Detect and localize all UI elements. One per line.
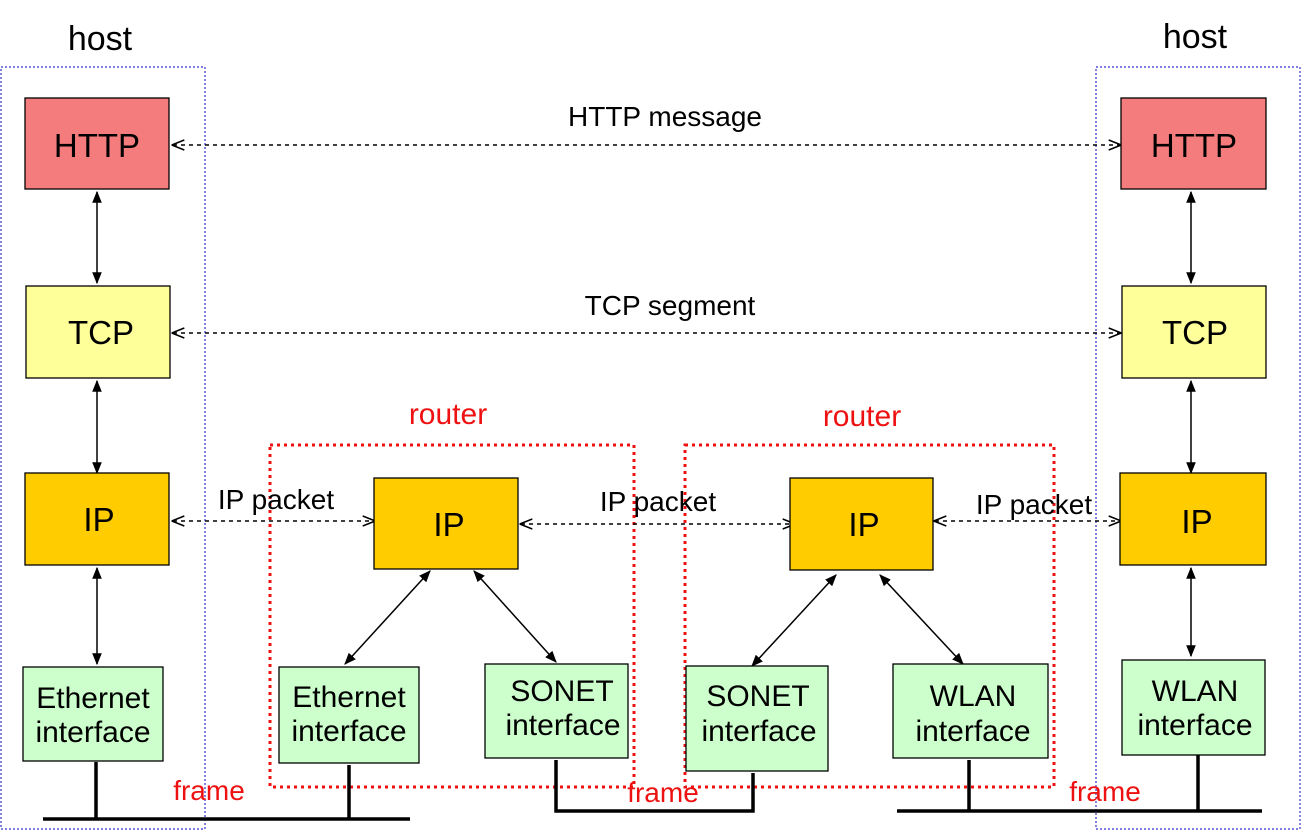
left-http-box: HTTP [24,97,170,190]
right-wlan-interface-box: WLAN interface [1121,659,1266,756]
tcp-segment-label: TCP segment [585,290,756,321]
r1-ip-box: IP [373,477,519,570]
left-tcp-box: TCP [25,285,171,379]
host-left-label: host [68,20,133,58]
r2-ip-wlan-arrow [879,574,964,665]
r1-ethernet-interface-box: Ethernet interface [278,666,420,764]
router-right-container [683,443,1056,789]
right-http-text: HTTP [1151,127,1237,164]
right-tcp-box: TCP [1121,285,1267,379]
frame-label-2: frame [627,777,699,808]
r2-sonet-interface-box: SONET interface [685,665,829,772]
ip-packet-label-1: IP packet [218,484,334,515]
frame-label-3: frame [1069,776,1141,807]
right-http-box: HTTP [1120,97,1267,190]
r1-eth-line1: Ethernet [292,681,406,714]
right-ip-text: IP [1181,503,1212,540]
left-ip-text: IP [83,501,114,538]
left-http-text: HTTP [54,127,140,164]
router-right-label: router [823,400,901,433]
wire-sonet-link [554,760,755,813]
right-if-line1: WLAN [1152,675,1239,708]
ip-packet-label-2: IP packet [600,486,716,517]
left-if-line2: interface [35,716,150,749]
r1-eth-line2: interface [291,715,406,748]
left-tcp-text: TCP [68,314,134,351]
frame-label-1: frame [173,775,245,806]
right-tcp-text: TCP [1162,314,1228,351]
host-right-label: host [1163,18,1228,56]
r1-ip-text: IP [433,506,464,543]
r2-sonet-line2: interface [701,715,816,748]
right-ip-box: IP [1119,472,1267,566]
router-left-container [268,443,636,789]
r1-sonet-line2: interface [505,709,620,742]
r2-wlan-interface-box: WLAN interface [892,663,1049,759]
r2-sonet-line1: SONET [706,680,809,713]
r1-sonet-line1: SONET [510,675,613,708]
left-ethernet-interface-box: Ethernet interface [22,666,164,762]
right-if-line2: interface [1137,709,1252,742]
r2-ip-sonet-arrow [751,574,837,667]
ip-packet-label-3: IP packet [976,489,1092,520]
http-message-label: HTTP message [568,101,762,132]
router-left-label: router [409,398,487,431]
left-ip-box: IP [24,472,170,566]
r2-ip-text: IP [848,506,879,543]
r2-wlan-line1: WLAN [930,680,1017,713]
host-left-container [0,66,206,830]
r2-ip-box: IP [789,477,934,571]
host-right-container [1095,66,1301,830]
left-if-line1: Ethernet [36,682,150,715]
r1-ip-eth-arrow [344,570,431,665]
r1-ip-sonet-arrow [473,570,557,663]
r2-wlan-line2: interface [915,715,1030,748]
r1-sonet-interface-box: SONET interface [484,663,629,759]
